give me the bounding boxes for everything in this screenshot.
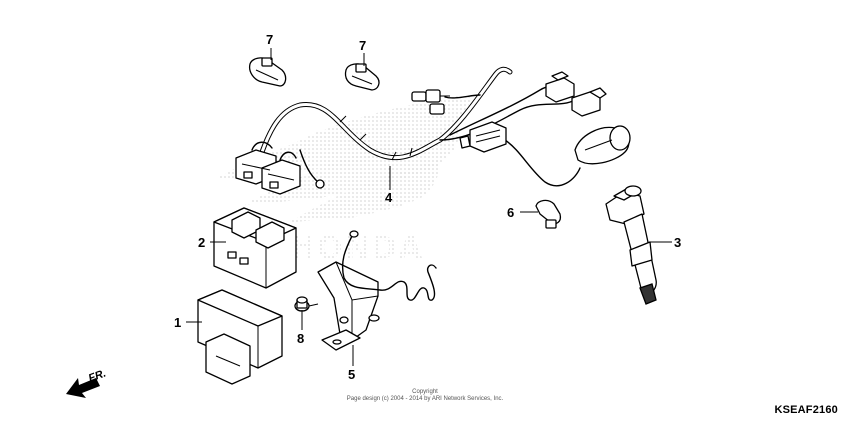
bolt — [294, 296, 319, 312]
bracket — [317, 261, 380, 351]
ground-wire — [341, 230, 437, 301]
right-connector-upper — [545, 71, 575, 103]
harness-6p-connector — [459, 121, 507, 153]
copyright-heading: Copyright — [412, 389, 438, 395]
callout-1: 1 — [174, 315, 181, 330]
callout-3: 3 — [674, 235, 681, 250]
plug-cap-lead — [574, 125, 631, 165]
front-label: FR. — [87, 367, 108, 384]
wire-clip-6 — [535, 199, 562, 229]
callout-8: 8 — [297, 331, 304, 346]
wire-harness — [259, 66, 581, 189]
front-direction-indicator: FR. — [66, 367, 108, 398]
callout-6: 6 — [507, 205, 514, 220]
wire-clip-7a — [248, 57, 287, 87]
callout-7-left: 7 — [266, 32, 273, 47]
copyright-notice: Page design (c) 2004 - 2014 by ARI Netwo… — [346, 396, 504, 402]
module-holder — [197, 289, 283, 385]
right-connector-lower — [571, 87, 607, 117]
wire-clip-7b — [344, 63, 380, 91]
drawing-code: KSEAF2160 — [774, 404, 838, 416]
leader-lines — [186, 48, 672, 366]
callout-4: 4 — [385, 190, 393, 205]
control-module — [213, 207, 297, 289]
callout-2: 2 — [198, 235, 205, 250]
callout-7-right: 7 — [359, 38, 366, 53]
small-connector-pair — [411, 89, 450, 115]
front-arrow-icon — [66, 378, 100, 398]
harness-connector-block — [235, 141, 301, 195]
callout-5: 5 — [348, 367, 355, 382]
ignition-coil — [605, 185, 657, 305]
